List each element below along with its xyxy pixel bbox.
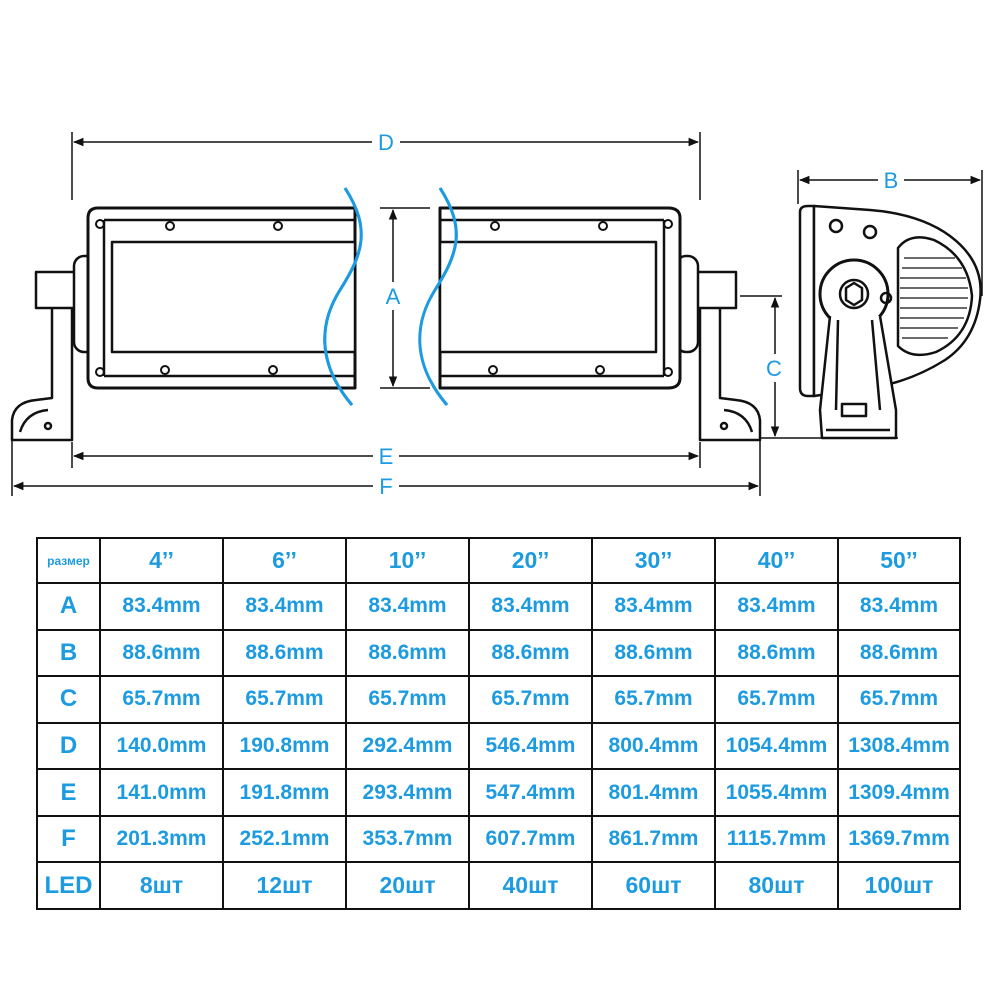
size-header: 30’’ bbox=[591, 536, 716, 585]
row-label: A bbox=[36, 582, 101, 631]
table-cell: 191.8mm bbox=[222, 768, 347, 817]
table-cell: 140.0mm bbox=[99, 721, 224, 771]
table-cell: 12шт bbox=[222, 861, 347, 910]
header-row: размер 4’’ 6’’ 10’’ 20’’ 30’’ 40’’ 50’’ bbox=[36, 536, 961, 585]
table-cell: 88.6mm bbox=[345, 628, 470, 678]
table-cell: 88.6mm bbox=[99, 628, 224, 678]
row-label: F bbox=[36, 814, 101, 864]
table-cell: 1369.7mm bbox=[837, 814, 961, 864]
table-cell: 40шт bbox=[468, 861, 593, 910]
table-cell: 83.4mm bbox=[345, 582, 470, 631]
table-cell: 88.6mm bbox=[591, 628, 716, 678]
row-label: D bbox=[36, 721, 101, 771]
table-cell: 1055.4mm bbox=[714, 768, 839, 817]
table-cell: 141.0mm bbox=[99, 768, 224, 817]
table-cell: 83.4mm bbox=[222, 582, 347, 631]
right-bracket bbox=[694, 270, 762, 442]
table-cell: 83.4mm bbox=[714, 582, 839, 631]
table-cell: 100шт bbox=[837, 861, 961, 910]
row-label: E bbox=[36, 768, 101, 817]
table-cell: 801.4mm bbox=[591, 768, 716, 817]
table-cell: 861.7mm bbox=[591, 814, 716, 864]
table-cell: 65.7mm bbox=[345, 675, 470, 724]
table-cell: 88.6mm bbox=[837, 628, 961, 678]
table-cell: 83.4mm bbox=[837, 582, 961, 631]
table-cell: 547.4mm bbox=[468, 768, 593, 817]
label-b: B bbox=[884, 168, 899, 193]
table-cell: 65.7mm bbox=[714, 675, 839, 724]
table-cell: 65.7mm bbox=[99, 675, 224, 724]
table-cell: 83.4mm bbox=[591, 582, 716, 631]
table-cell: 607.7mm bbox=[468, 814, 593, 864]
table-cell: 190.8mm bbox=[222, 721, 347, 771]
table-cell: 1054.4mm bbox=[714, 721, 839, 771]
row-label: C bbox=[36, 675, 101, 724]
table-cell: 800.4mm bbox=[591, 721, 716, 771]
table-cell: 201.3mm bbox=[99, 814, 224, 864]
size-header: 4’’ bbox=[99, 536, 224, 585]
table-cell: 65.7mm bbox=[222, 675, 347, 724]
label-e: E bbox=[379, 444, 394, 469]
table-cell: 293.4mm bbox=[345, 768, 470, 817]
table-cell: 252.1mm bbox=[222, 814, 347, 864]
table-cell: 80шт bbox=[714, 861, 839, 910]
corner-label: размер bbox=[36, 536, 101, 585]
table-cell: 546.4mm bbox=[468, 721, 593, 771]
size-header: 6’’ bbox=[222, 536, 347, 585]
row-label: B bbox=[36, 628, 101, 678]
table-cell: 88.6mm bbox=[222, 628, 347, 678]
label-d: D bbox=[378, 130, 394, 155]
table-cell: 8шт bbox=[99, 861, 224, 910]
front-view bbox=[10, 206, 762, 442]
table-cell: 60шт bbox=[591, 861, 716, 910]
size-header: 10’’ bbox=[345, 536, 470, 585]
size-header: 20’’ bbox=[468, 536, 593, 585]
table-cell: 353.7mm bbox=[345, 814, 470, 864]
table-cell: 83.4mm bbox=[99, 582, 224, 631]
left-bracket bbox=[10, 270, 78, 442]
table-cell: 20шт bbox=[345, 861, 470, 910]
table-cell: 83.4mm bbox=[468, 582, 593, 631]
label-f: F bbox=[379, 474, 392, 499]
table-cell: 65.7mm bbox=[591, 675, 716, 724]
table-cell: 88.6mm bbox=[468, 628, 593, 678]
size-header: 40’’ bbox=[714, 536, 839, 585]
table-cell: 65.7mm bbox=[837, 675, 961, 724]
dimension-drawing: D A E F bbox=[10, 128, 983, 500]
table-cell: 88.6mm bbox=[714, 628, 839, 678]
label-a: A bbox=[386, 284, 401, 309]
table-cell: 65.7mm bbox=[468, 675, 593, 724]
table-cell: 1309.4mm bbox=[837, 768, 961, 817]
size-spec-table: размер 4’’ 6’’ 10’’ 20’’ 30’’ 40’’ 50’’ … bbox=[36, 536, 961, 910]
size-header: 50’’ bbox=[837, 536, 961, 585]
table-cell: 1308.4mm bbox=[837, 721, 961, 771]
table-cell: 1115.7mm bbox=[714, 814, 839, 864]
row-label: LED bbox=[36, 861, 101, 910]
label-c: C bbox=[766, 356, 782, 381]
side-view bbox=[798, 204, 982, 440]
table-cell: 292.4mm bbox=[345, 721, 470, 771]
